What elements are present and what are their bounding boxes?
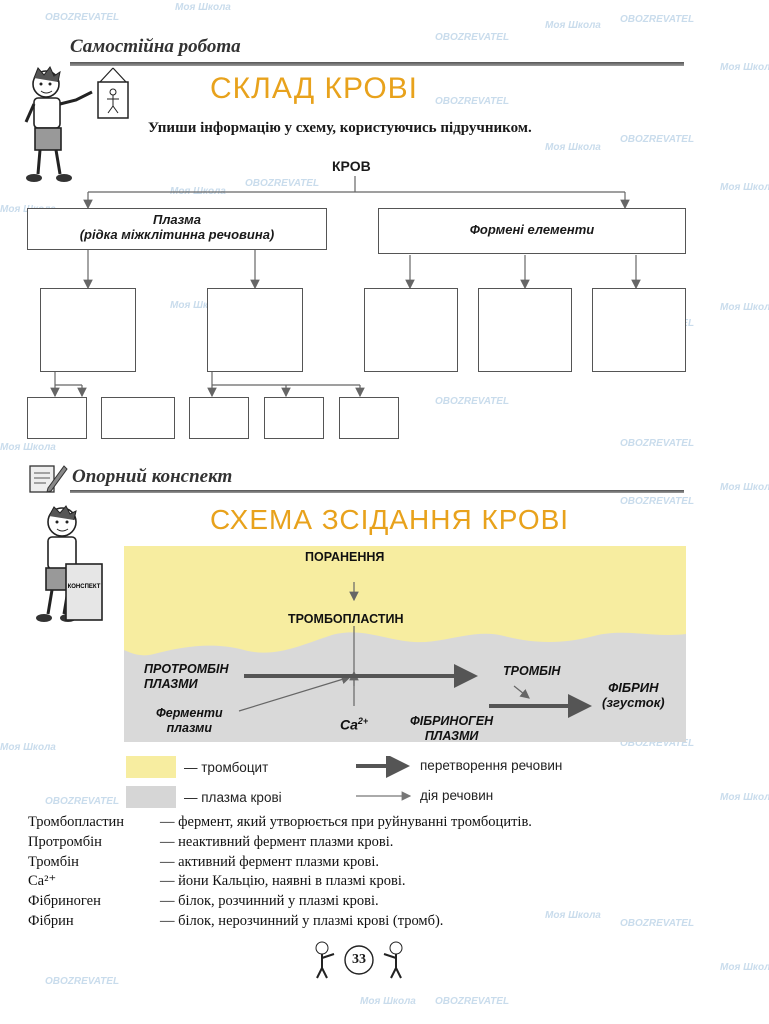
term-name: Ca²⁺: [28, 873, 57, 890]
legend-thrombocyte-swatch: [126, 756, 176, 778]
enzymes-label: Ферменти плазми: [156, 706, 223, 736]
section-title-independent-work: Самостійна робота: [70, 36, 241, 57]
watermark: OBOZREVATEL: [620, 918, 695, 929]
term-definition: — неактивний фермент плазми крові.: [160, 833, 394, 850]
watermark: OBOZREVATEL: [620, 496, 695, 507]
calcium-charge: 2+: [357, 716, 369, 726]
boy-mascot-book-icon: КОНСПЕКТ: [36, 505, 103, 622]
term-definition: — білок, розчинний у плазмі крові.: [160, 893, 379, 910]
watermark: OBOZREVATEL: [45, 796, 120, 807]
fibrinogen-label: ФІБРИНОГЕН ПЛАЗМИ: [410, 714, 493, 744]
clotting-scheme-title: СХЕМА ЗСІДАННЯ КРОВІ: [210, 504, 570, 535]
watermark: OBOZREVATEL: [435, 996, 510, 1007]
fibrin-line2: (згусток): [602, 695, 665, 710]
answer-box[interactable]: [364, 288, 458, 372]
term-name: Тромбопластин: [28, 814, 125, 830]
notebook-pencil-icon: [29, 465, 68, 493]
thromboplastin-label: ТРОМБОПЛАСТИН: [288, 612, 404, 626]
term-name: Тромбін: [28, 853, 79, 870]
fibrin-line1: ФІБРИН: [608, 680, 659, 695]
term-definition: — активний фермент плазми крові.: [160, 853, 380, 870]
watermark: Моя Школа: [720, 482, 769, 493]
watermark: Моя Школа: [720, 792, 769, 803]
legend-action: дія речовин: [420, 788, 494, 803]
answer-box[interactable]: [592, 288, 686, 372]
page-number-mascots-icon: [315, 941, 403, 979]
term-definition: — фермент, який утворюється при руйнуван…: [160, 814, 532, 830]
prothrombin-label: ПРОТРОМБІН ПЛАЗМИ: [144, 662, 229, 692]
section-divider: [70, 490, 684, 493]
page-number: 33: [352, 952, 366, 967]
enzymes-line2: плазми: [166, 721, 213, 735]
term-name: Фібрин: [28, 913, 74, 929]
section-title-reference-notes: Опорний конспект: [72, 466, 233, 487]
legend-plasma-swatch: [126, 786, 176, 808]
legend-transformation: перетворення речовин: [420, 758, 563, 773]
term-definition: — білок, нерозчинний у плазмі крові (тро…: [160, 913, 444, 929]
watermark: Моя Школа: [360, 996, 416, 1007]
calcium-label: Ca2+: [340, 714, 368, 733]
term-row: Ca²⁺ — йони Кальцію, наявні в плазмі кров…: [28, 873, 405, 890]
enzymes-line1: Ферменти: [156, 706, 223, 720]
term-row: Фібрин — білок, нерозчинний у плазмі кров…: [28, 913, 443, 930]
legend-plasma: — плазма крові: [184, 790, 282, 805]
injury-label: ПОРАНЕННЯ: [305, 550, 385, 564]
plasma-box: Плазма (рідка міжклітинна речовина): [27, 208, 327, 250]
answer-box[interactable]: [40, 288, 136, 372]
fibrin-label: ФІБРИН (згусток): [602, 680, 665, 710]
calcium-symbol: Ca: [340, 716, 358, 733]
root-blood-label: КРОВ: [332, 158, 371, 174]
formed-elements-box: Формені елементи: [378, 208, 686, 254]
plasma-label: Плазма: [153, 212, 201, 227]
term-definition: — йони Кальцію, наявні в плазмі крові.: [160, 873, 406, 890]
term-name: Протромбін: [28, 833, 102, 850]
prothrombin-line1: ПРОТРОМБІН: [144, 662, 229, 676]
composition-connectors: [50, 176, 641, 398]
legend-thrombocyte: — тромбоцит: [184, 760, 269, 775]
fibrinogen-line2: ПЛАЗМИ: [424, 729, 479, 743]
term-row: Фібриноген — білок, розчинний у плазмі кр…: [28, 893, 379, 910]
answer-box[interactable]: [189, 397, 249, 439]
section-divider: [70, 62, 684, 66]
term-row: Протромбін — неактивний фермент плазми кр…: [28, 834, 393, 851]
boy-mascot-pointing-icon: [24, 66, 129, 182]
answer-box[interactable]: [27, 397, 87, 439]
term-name: Фібриноген: [28, 893, 101, 910]
watermark: Моя Школа: [545, 910, 601, 921]
watermark: Моя Школа: [720, 962, 769, 973]
watermark: Моя Школа: [0, 742, 56, 753]
instruction-text: Упиши інформацію у схему, користуючись п…: [148, 120, 532, 136]
answer-box[interactable]: [478, 288, 572, 372]
answer-box[interactable]: [339, 397, 399, 439]
answer-box[interactable]: [264, 397, 324, 439]
blood-composition-title: СКЛАД КРОВІ: [210, 72, 418, 105]
answer-box[interactable]: [207, 288, 303, 372]
prothrombin-line2: ПЛАЗМИ: [144, 677, 198, 691]
plasma-sub-label: (рідка міжклітинна речовина): [79, 227, 275, 242]
legend-arrows: [356, 756, 412, 801]
book-label: КОНСПЕКТ: [68, 584, 101, 590]
clotting-diagram: [124, 546, 686, 742]
term-row: Тромбопластин — фермент, який утворюється…: [28, 814, 532, 831]
thrombin-label: ТРОМБІН: [503, 664, 561, 678]
formed-elements-label: Формені елементи: [469, 222, 595, 237]
watermark: OBOZREVATEL: [45, 976, 120, 987]
term-row: Тромбін — активний фермент плазми крові.: [28, 854, 379, 871]
answer-box[interactable]: [101, 397, 175, 439]
fibrinogen-line1: ФІБРИНОГЕН: [410, 714, 494, 728]
